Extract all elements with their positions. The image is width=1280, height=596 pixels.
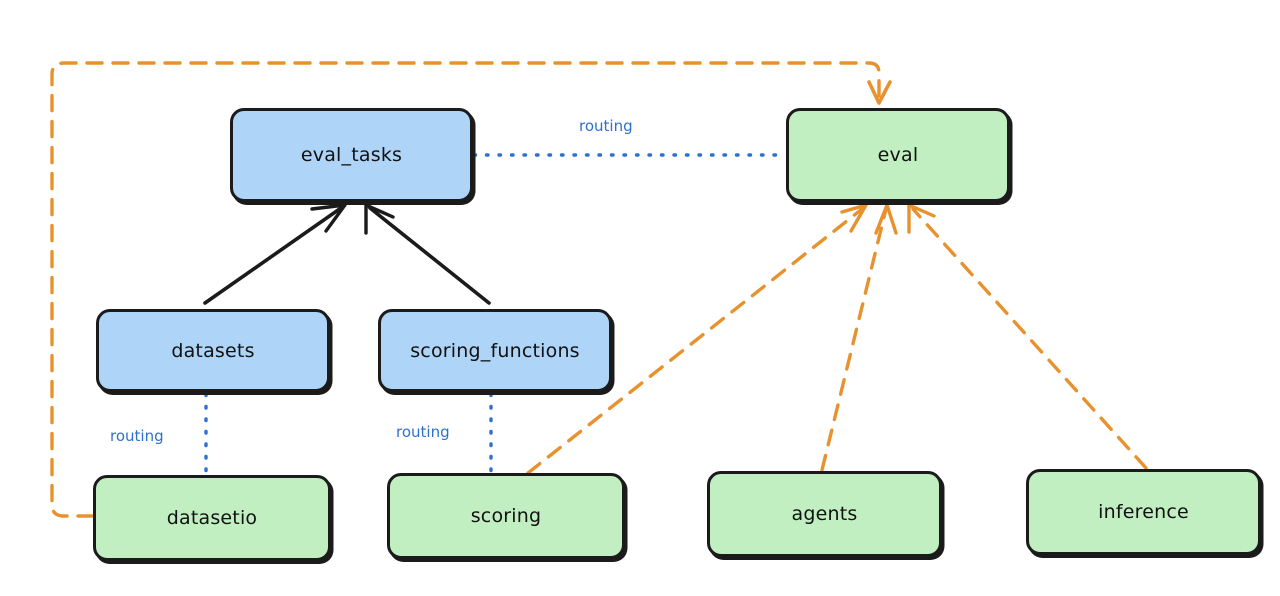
edge-label-routing-datasets: routing [110,427,164,445]
node-inference[interactable]: inference [1026,469,1261,555]
node-scoring[interactable]: scoring [387,473,625,559]
node-label-scoring: scoring [470,505,542,527]
node-label-eval-tasks: eval_tasks [300,144,403,166]
node-eval-tasks[interactable]: eval_tasks [230,108,473,202]
arrowhead-scoring-functions-eval-tasks [364,203,395,235]
arrowhead-datasets-eval-tasks [310,203,347,233]
node-scoring-functions[interactable]: scoring_functions [378,309,612,392]
edge-scoring-functions-to-eval-tasks [368,206,491,305]
node-label-eval: eval [877,144,919,166]
arrowhead-inference-eval [907,203,936,234]
arrowhead-scoring-eval [840,203,868,233]
node-datasetio[interactable]: datasetio [93,475,331,561]
node-label-datasets: datasets [171,339,255,362]
arrowhead-datasetio-eval [867,80,892,105]
edge-agents-to-eval [820,207,888,472]
node-label-agents: agents [791,503,858,525]
node-eval[interactable]: eval [786,108,1010,202]
node-label-datasetio: datasetio [166,507,258,529]
node-label-scoring-functions: scoring_functions [410,339,580,362]
edge-datasets-to-eval-tasks [203,206,343,305]
edge-label-routing-eval: routing [579,117,633,135]
node-agents[interactable]: agents [707,471,942,557]
edge-datasetio-to-eval [50,61,881,518]
arrowhead-agents-eval [874,203,898,235]
node-datasets[interactable]: datasets [96,309,330,392]
node-label-inference: inference [1098,501,1189,523]
edge-scoring-to-eval [526,207,864,475]
edge-inference-to-eval [911,207,1148,470]
edge-label-routing-scoring: routing [396,423,450,441]
